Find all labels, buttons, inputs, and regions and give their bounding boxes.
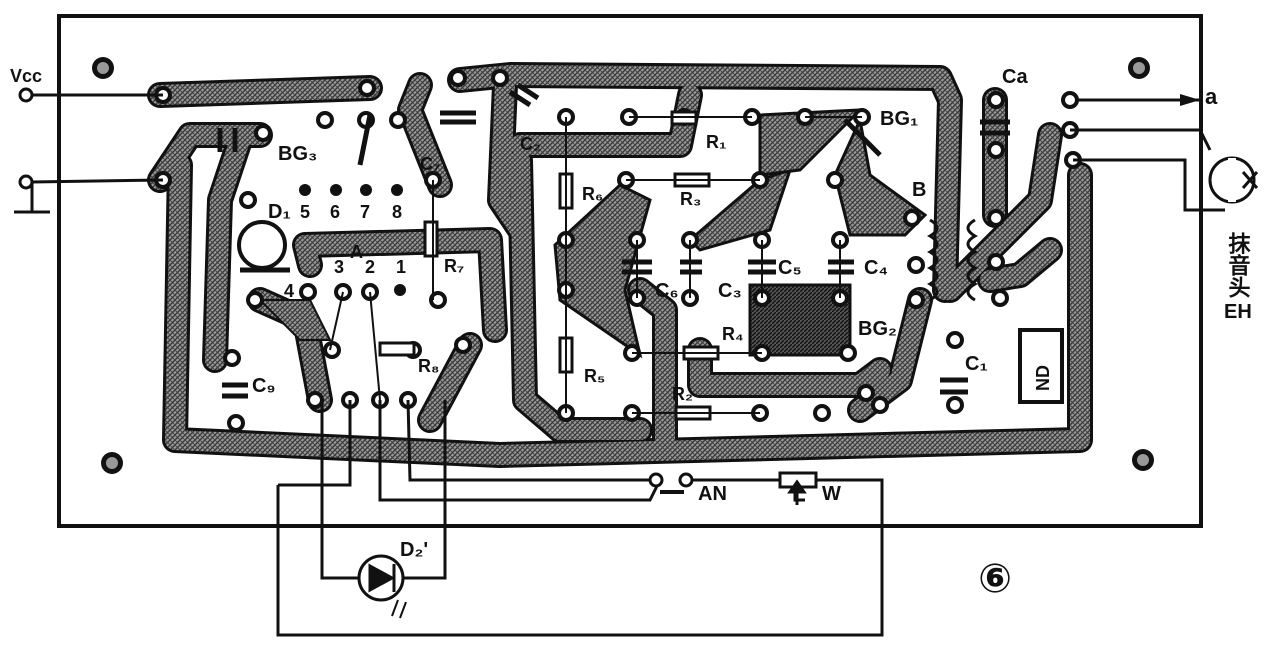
label-r6: R₆ [582, 184, 603, 204]
label-r5: R₅ [584, 366, 605, 386]
external-wires [14, 93, 1225, 637]
label-nd: ND [1033, 365, 1053, 391]
label-a-socket: A [350, 242, 363, 262]
label-b: B [912, 179, 926, 201]
label-c7: C₇ [420, 154, 440, 174]
transformer-coil-icon [926, 218, 979, 302]
potentiometer-icon [778, 471, 818, 505]
label-c6: C₆ [655, 280, 679, 302]
label-an: AN [698, 483, 727, 505]
label-c2: C₂ [520, 134, 541, 154]
label-ca: Ca [1002, 66, 1028, 88]
pin-label-5: 5 [300, 202, 310, 222]
label-d1: D₁ [268, 201, 291, 223]
label-w: W [822, 483, 841, 505]
pin-label-6: 6 [330, 202, 340, 222]
pin-label-8: 8 [392, 202, 402, 222]
label-r3: R₃ [680, 189, 701, 209]
diode-d1-icon [237, 220, 287, 270]
erase-head-icon [1208, 156, 1259, 204]
label-erase-head: EH [1224, 301, 1252, 323]
label-r2: R₂ [672, 384, 693, 404]
label-bg1: BG₁ [880, 108, 918, 130]
pin-label-3: 3 [334, 257, 344, 277]
label-r4: R₄ [722, 324, 744, 344]
pin-label-2: 2 [365, 257, 375, 277]
label-c5: C₅ [778, 257, 802, 279]
label-c9: C₉ [252, 375, 275, 397]
label-r1: R₁ [706, 132, 726, 152]
label-c3: C₃ [718, 280, 742, 302]
led-icon [357, 554, 407, 619]
label-vcc: Vcc [10, 66, 42, 86]
arrow-icon [1180, 94, 1200, 106]
labels: Vcc a 抹音头 EH BG₁ BG₂ BG₃ C₁ C₂ C₃ C₄ C₅ … [10, 66, 1252, 601]
pin-label-1: 1 [396, 257, 406, 277]
pin-label-7: 7 [360, 202, 370, 222]
mount-hole-icon [92, 57, 1154, 474]
terminal-markers [18, 87, 34, 190]
trace-lines [329, 116, 862, 414]
label-erase-head-cn: 抹音头 [1226, 232, 1251, 298]
label-bg2: BG₂ [858, 318, 897, 340]
pin-label-4: 4 [284, 281, 294, 301]
label-a: a [1205, 84, 1218, 109]
label-d2: D₂' [400, 539, 428, 561]
socket-pins [299, 184, 406, 296]
label-c1: C₁ [965, 353, 988, 375]
label-r7: R₇ [444, 256, 464, 276]
nd-component [1018, 328, 1064, 404]
figure-number: ⑥ [978, 557, 1012, 601]
label-c4: C₄ [864, 257, 888, 279]
label-r8: R₈ [418, 356, 439, 376]
label-bg3: BG₃ [278, 143, 317, 165]
button-icon [648, 472, 694, 494]
